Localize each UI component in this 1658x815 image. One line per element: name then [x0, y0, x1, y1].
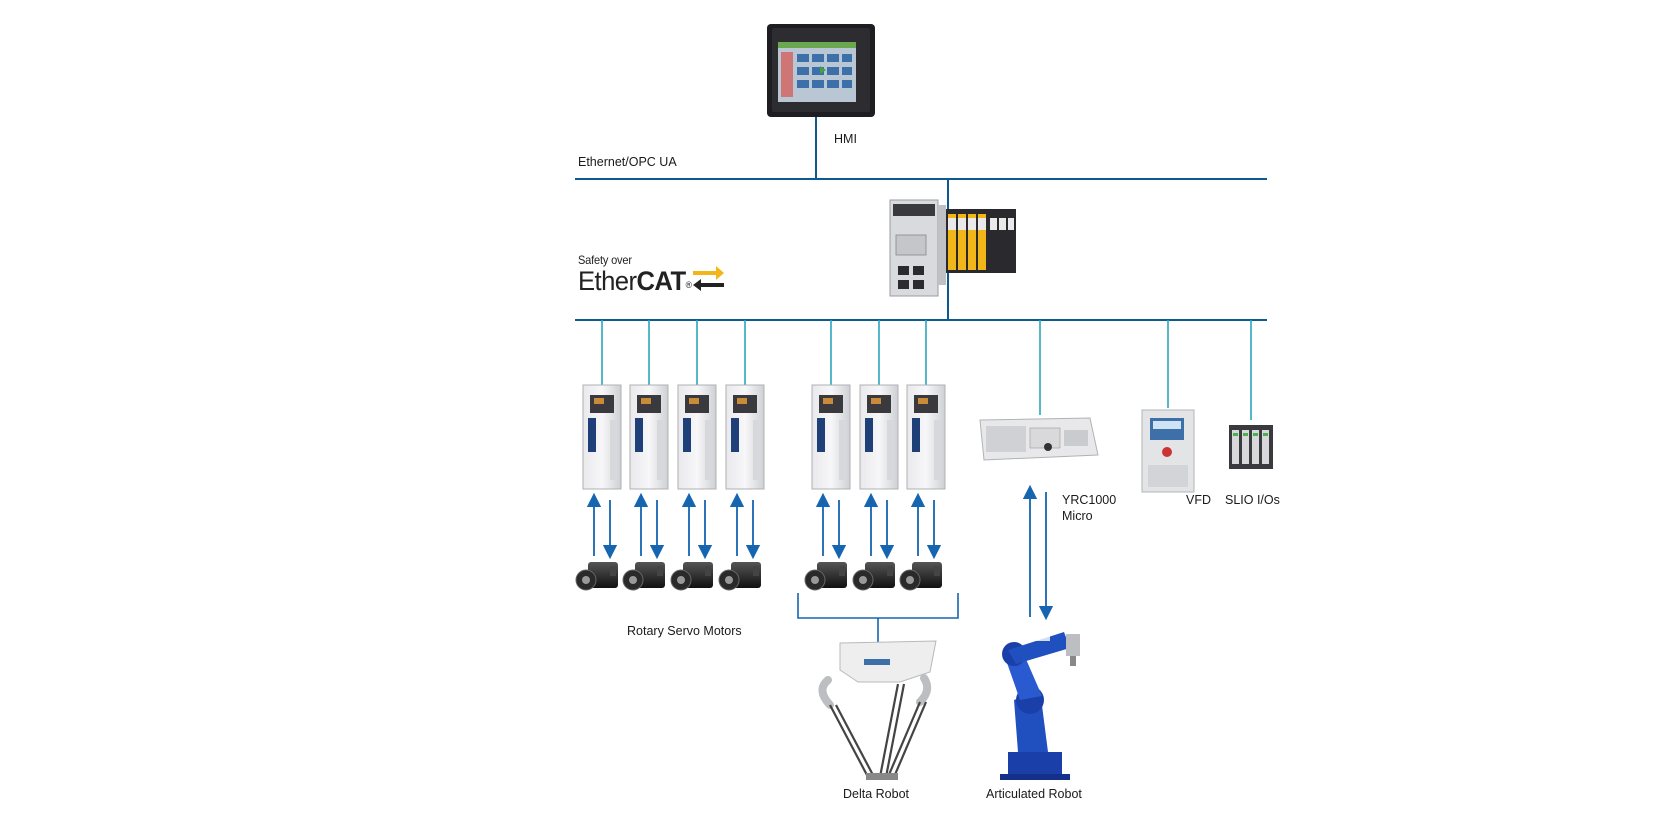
servo-motor: [804, 562, 847, 591]
servo-arrow-pair: [729, 492, 761, 560]
delta-robot-image: [818, 640, 937, 780]
servo-arrow-pair: [863, 492, 895, 560]
motion-controller: [889, 199, 946, 297]
articulated-robot-label: Articulated Robot: [986, 787, 1082, 801]
servo-pack: [677, 384, 717, 490]
servo-motor: [852, 562, 895, 591]
servo-motor: [718, 562, 761, 591]
servo-motor: [899, 562, 942, 591]
yrc1000-label-line1: YRC1000: [1062, 493, 1117, 507]
servo-motor-group: [575, 562, 942, 591]
vfd-device: [1141, 409, 1195, 493]
servo-pack: [582, 384, 622, 490]
fieldbus-logo-mark: ®: [685, 280, 692, 290]
servo-arrow-pair: [681, 492, 713, 560]
articulated-robot-image: [1000, 632, 1080, 780]
servo-motor: [575, 562, 618, 591]
servo-pack: [725, 384, 765, 490]
servo-motor: [670, 562, 713, 591]
yrc1000-label-line2: Micro: [1062, 509, 1093, 523]
hmi-device: [767, 24, 875, 117]
servo-motor: [622, 562, 665, 591]
slio-io-label: SLIO I/Os: [1225, 493, 1280, 507]
servo-pack-group: [582, 384, 946, 490]
servo-arrow-pair: [586, 492, 618, 560]
servo-motors-label: Rotary Servo Motors: [627, 624, 742, 638]
servo-arrow-pair: [633, 492, 665, 560]
yrc1000-micro-controller: [979, 417, 1099, 461]
delta-robot-label: Delta Robot: [843, 787, 910, 801]
servo-pack: [906, 384, 946, 490]
servo-pack: [859, 384, 899, 490]
fieldbus-logo-ether: Ether: [578, 266, 637, 296]
vfd-label: VFD: [1186, 493, 1211, 507]
servo-pack: [811, 384, 851, 490]
hmi-label: HMI: [834, 132, 857, 146]
servo-pack: [629, 384, 669, 490]
slio-io-device: [1229, 425, 1273, 469]
ethercat-logo-arrows: [693, 266, 724, 291]
fieldbus-logo-text: EtherCAT®: [578, 266, 692, 297]
io-rack: [946, 209, 1016, 273]
ethernet-bus-label: Ethernet/OPC UA: [578, 155, 677, 169]
servo-drop-lines: [601, 320, 1252, 420]
fieldbus-logo-cat: CAT: [636, 266, 686, 296]
servo-arrow-pair: [910, 492, 942, 560]
delta-robot-bracket: [797, 593, 959, 619]
signal-arrows-group: [586, 492, 942, 560]
fieldbus-logo-small-text: Safety over: [578, 253, 632, 267]
servo-arrow-pair: [815, 492, 847, 560]
